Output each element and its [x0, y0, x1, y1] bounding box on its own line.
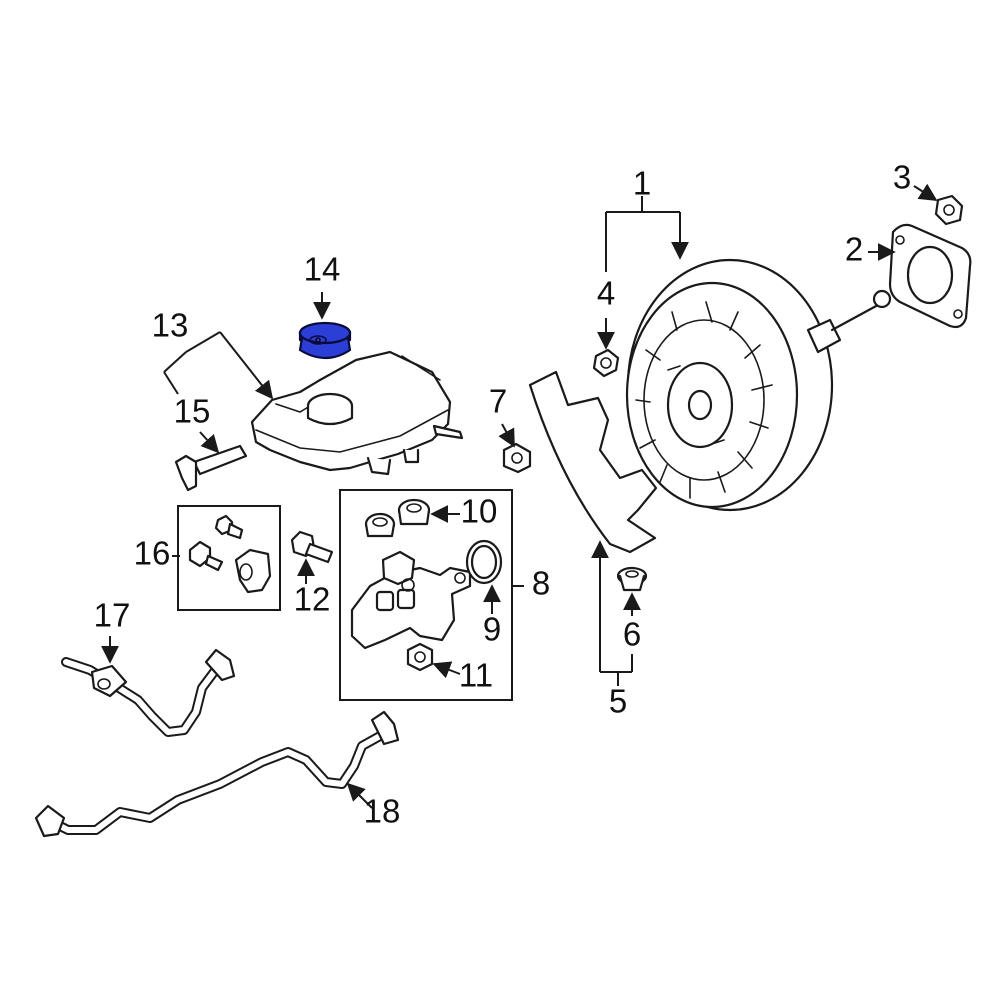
callout-10: 10 — [461, 493, 498, 530]
callout-3: 3 — [893, 159, 911, 196]
callout-7: 7 — [489, 383, 507, 420]
reservoir-pin[interactable] — [174, 444, 248, 492]
master-cylinder-nut[interactable] — [406, 642, 434, 672]
master-cylinder-kit[interactable] — [339, 489, 513, 701]
brake-fluid-reservoir[interactable] — [250, 350, 464, 476]
sensor-bolt[interactable] — [290, 530, 334, 564]
leader-lines — [101, 183, 938, 809]
o-ring[interactable] — [465, 539, 503, 585]
brake-booster[interactable] — [625, 258, 892, 512]
callout-15: 15 — [174, 393, 211, 430]
booster-mount-nut[interactable] — [592, 348, 620, 378]
callout-labels: 1 2 3 4 5 6 7 8 9 10 11 12 13 14 15 16 1… — [94, 159, 912, 830]
sensor-kit[interactable] — [177, 505, 281, 611]
callout-9: 9 — [483, 611, 501, 648]
callout-17: 17 — [94, 597, 131, 634]
callout-6: 6 — [623, 616, 641, 653]
callout-8: 8 — [532, 565, 550, 602]
callout-4: 4 — [597, 275, 615, 312]
callout-2: 2 — [845, 231, 863, 268]
callout-5: 5 — [609, 683, 627, 720]
booster-gasket[interactable] — [888, 223, 972, 329]
callout-13: 13 — [152, 307, 189, 344]
shield-nut[interactable] — [502, 442, 532, 474]
callout-12: 12 — [294, 581, 331, 618]
callout-14: 14 — [304, 251, 341, 288]
callout-11: 11 — [459, 657, 493, 694]
vacuum-hose[interactable] — [61, 648, 236, 737]
callout-1: 1 — [633, 165, 651, 202]
reservoir-grommet[interactable] — [364, 498, 431, 538]
booster-nut[interactable] — [934, 194, 964, 226]
callout-16: 16 — [134, 535, 171, 572]
brake-line[interactable] — [34, 710, 400, 838]
callout-18: 18 — [364, 793, 401, 830]
reservoir-cap[interactable] — [298, 321, 352, 360]
shield-grommet[interactable] — [616, 566, 648, 592]
heat-shield[interactable] — [528, 370, 658, 554]
